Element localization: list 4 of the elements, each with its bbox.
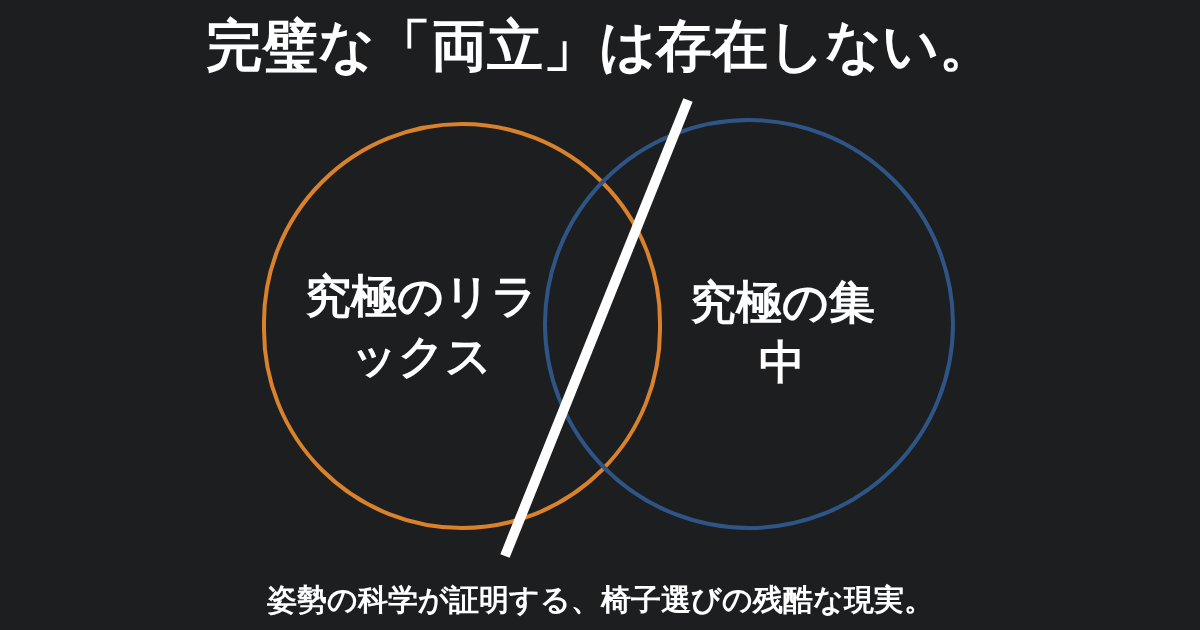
circle-label: 究極のリラックス bbox=[303, 268, 539, 385]
caption: 姿勢の科学が証明する、椅子選びの残酷な現実。 bbox=[265, 581, 935, 619]
circle-label: 究極の集中 bbox=[688, 274, 876, 391]
title: 完璧な「両立」は存在しない。 bbox=[204, 12, 996, 80]
